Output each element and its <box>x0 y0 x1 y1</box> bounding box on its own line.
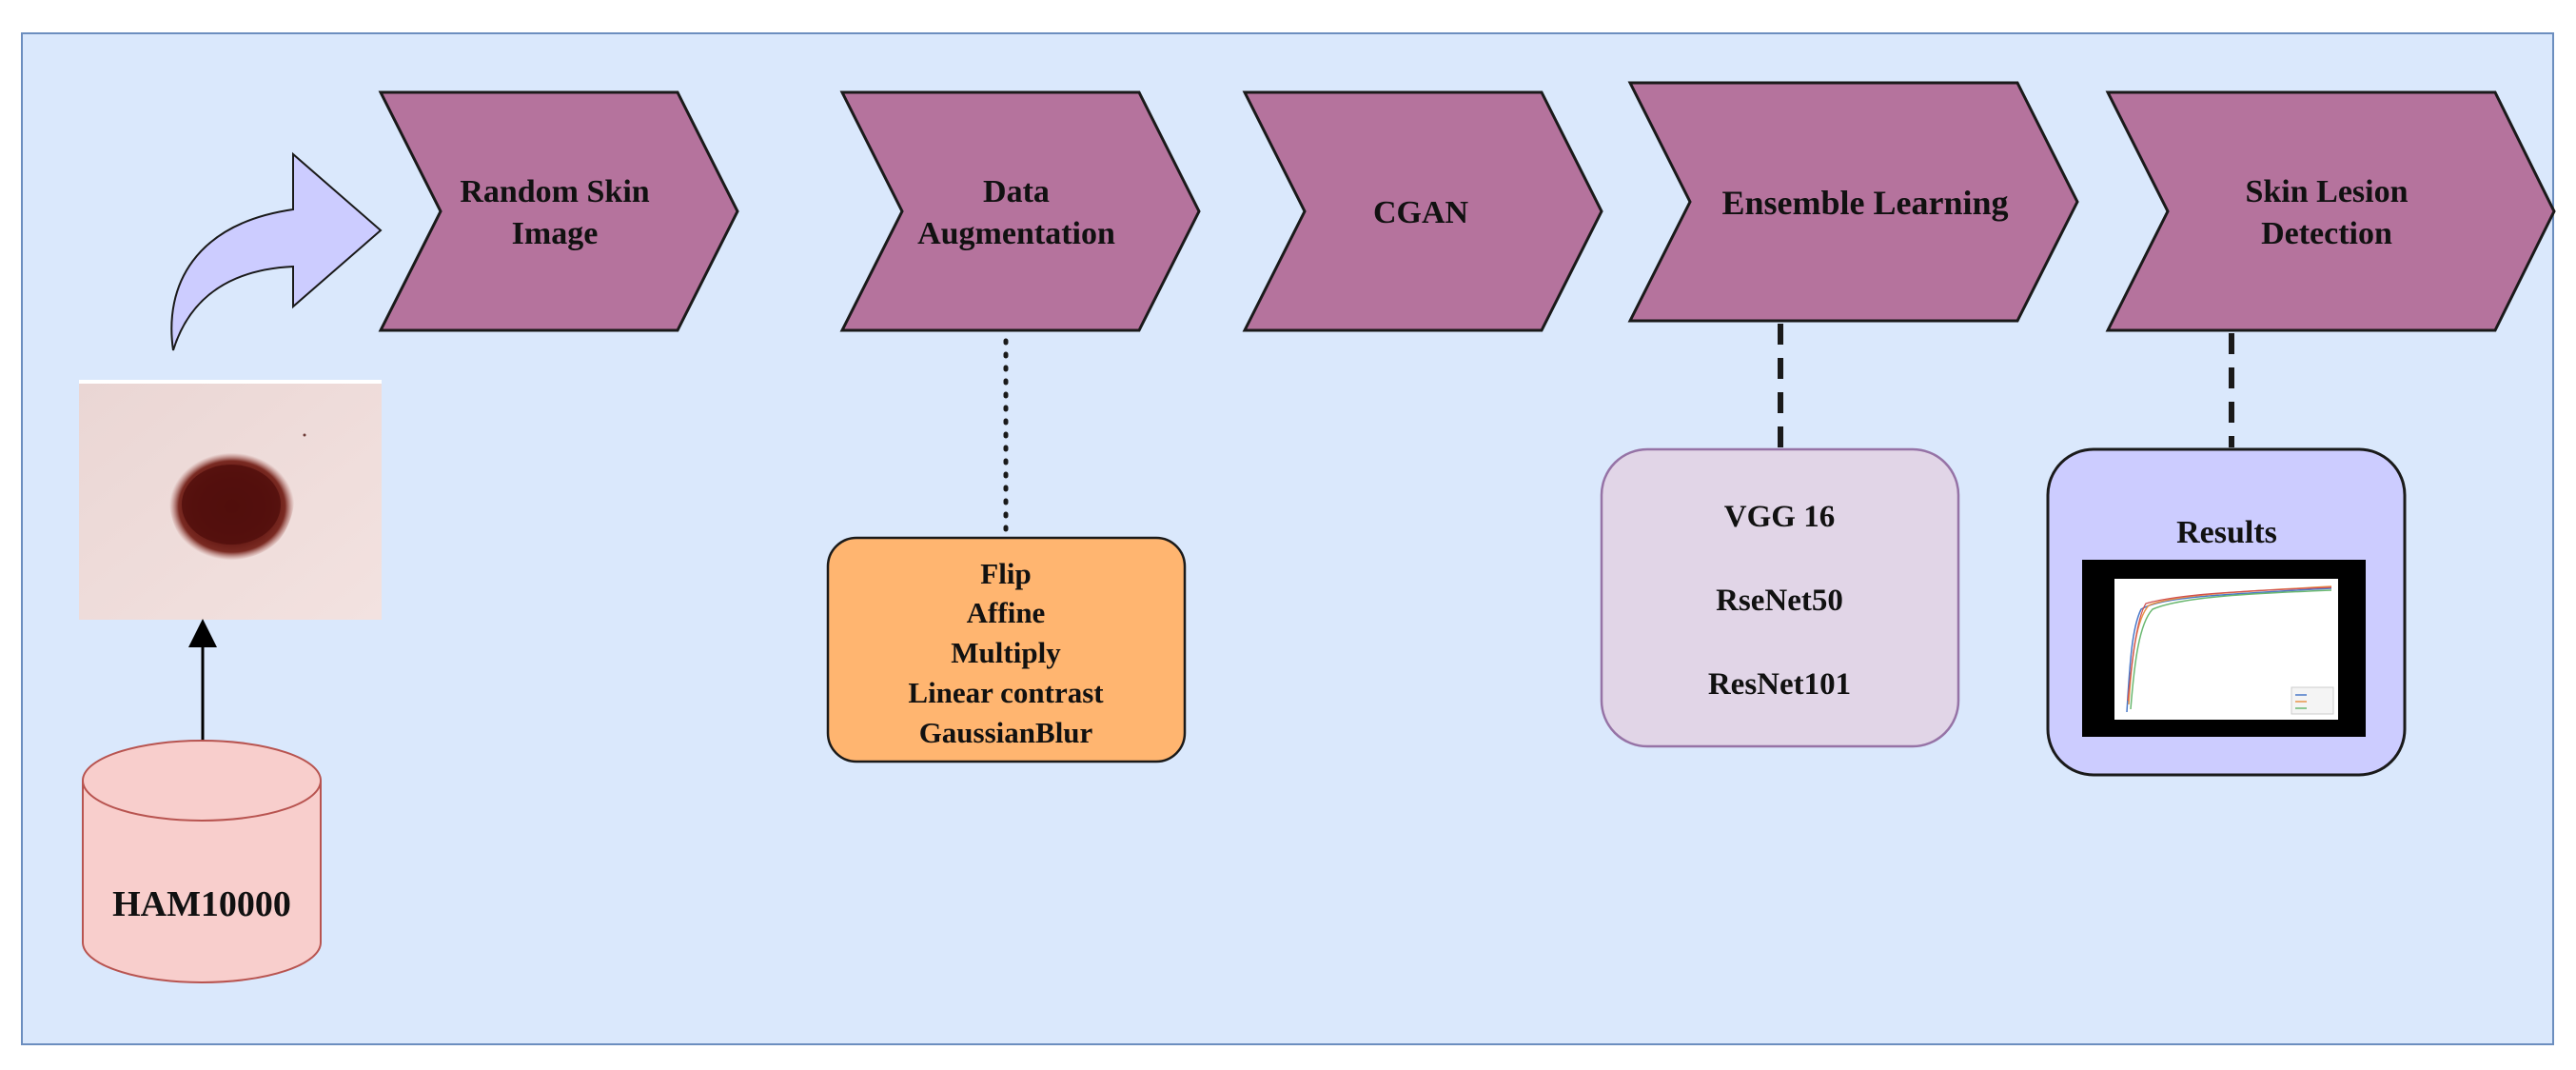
plot-curve-green <box>2130 589 2332 710</box>
step-label-line: Random Skin <box>460 174 649 209</box>
pipeline-step-data-augmentation: Data Augmentation <box>839 90 1201 332</box>
model-item: ResNet101 <box>1708 667 1851 702</box>
pipeline-step-ensemble-learning: Ensemble Learning <box>1627 81 2079 323</box>
dataset-database: HAM10000 <box>82 740 322 983</box>
database-body <box>82 781 322 983</box>
step-label-line: Augmentation <box>917 216 1115 251</box>
step-label-line: Ensemble Learning <box>1721 184 2008 222</box>
augmentation-box-frame <box>826 536 1187 763</box>
skin-spot <box>303 433 306 437</box>
plot-curve-red <box>2127 586 2332 702</box>
augmentation-item: Affine <box>967 596 1046 629</box>
skin-image-top-edge <box>79 380 382 384</box>
models-box: VGG 16 RseNet50 ResNet101 <box>1600 447 1960 748</box>
results-plot-thumbnail <box>2082 560 2366 737</box>
augmentation-item: Linear contrast <box>908 676 1104 709</box>
model-item: RseNet50 <box>1716 584 1843 618</box>
chevron-shape <box>839 90 1201 332</box>
chevron-shape <box>1627 81 2079 323</box>
pipeline-step-random-skin-image: Random Skin Image <box>378 90 739 332</box>
curved-arrow-icon <box>170 151 383 351</box>
augmentation-item: Multiply <box>951 636 1061 669</box>
pipeline-step-cgan: CGAN <box>1242 90 1603 332</box>
augmentation-box: Flip Affine Multiply Linear contrast Gau… <box>826 536 1187 763</box>
chevron-shape <box>1242 90 1603 332</box>
step-label-line: Data <box>983 174 1050 209</box>
chevron-shape <box>378 90 739 332</box>
model-item: VGG 16 <box>1724 500 1835 534</box>
plot-legend <box>2291 686 2334 715</box>
plot-curve-blue <box>2126 587 2332 713</box>
step-label-line: Image <box>512 216 599 251</box>
augmentation-item: GaussianBlur <box>919 716 1093 749</box>
database-top <box>82 740 322 822</box>
results-title: Results <box>2176 515 2277 550</box>
step-label-line: Detection <box>2261 216 2392 251</box>
step-label-line: CGAN <box>1373 195 1469 230</box>
step-label-line: Skin Lesion <box>2245 174 2408 209</box>
dataset-label: HAM10000 <box>112 884 291 924</box>
models-box-frame <box>1600 447 1960 748</box>
chevron-shape <box>2105 90 2556 332</box>
pipeline-step-skin-lesion-detection: Skin Lesion Detection <box>2105 90 2556 332</box>
results-box: Results <box>2046 447 2407 777</box>
augmentation-item: Flip <box>980 557 1031 590</box>
lesion-core <box>182 465 281 545</box>
skin-lesion-image <box>79 380 382 620</box>
